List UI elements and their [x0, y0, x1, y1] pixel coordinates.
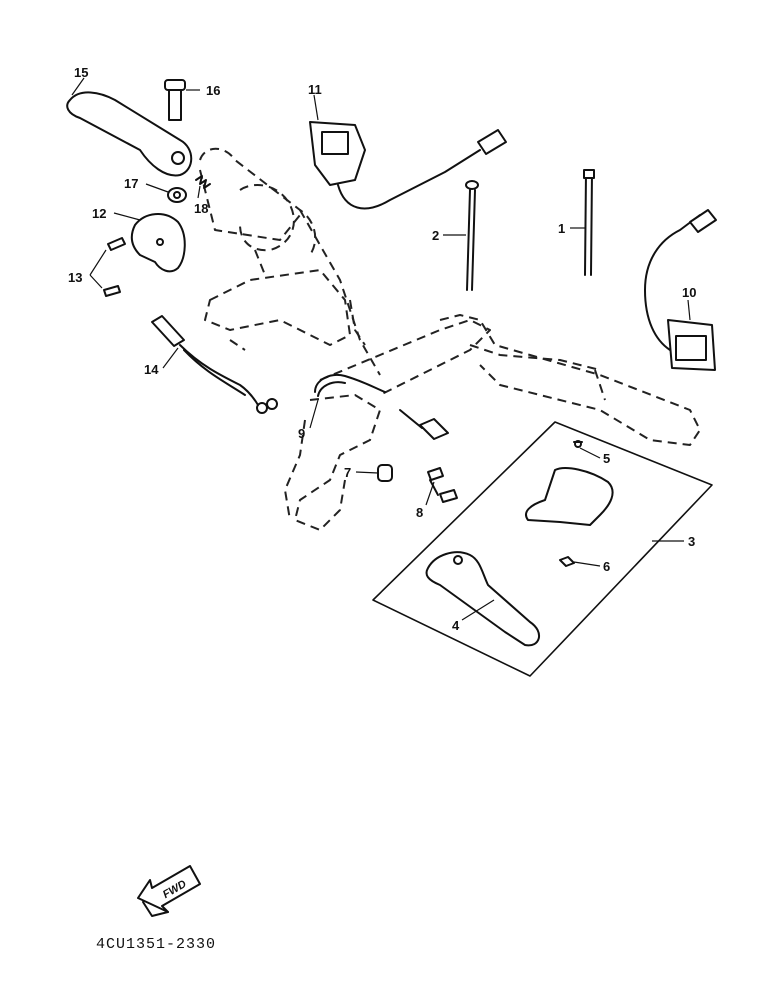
part-grommet — [377, 464, 393, 482]
callout-10: 10 — [682, 285, 696, 300]
part-right-switch — [644, 209, 717, 371]
callout-1: 1 — [558, 221, 565, 236]
callout-2: 2 — [432, 228, 439, 243]
part-holder-bracket — [525, 440, 614, 526]
part-cable-tie-long — [465, 180, 479, 291]
callout-14: 14 — [144, 362, 159, 377]
callout-7: 7 — [344, 465, 351, 480]
callout-5: 5 — [603, 451, 610, 466]
callout-13: 13 — [68, 270, 82, 285]
part-kit-box — [372, 421, 713, 677]
part-screws — [103, 237, 126, 297]
handlebar-ghost-outline — [199, 147, 701, 531]
callout-12: 12 — [92, 206, 106, 221]
part-left-switch — [309, 121, 507, 210]
part-nut — [167, 187, 187, 203]
callout-3: 3 — [688, 534, 695, 549]
part-pivot-bolt — [164, 79, 186, 121]
diagram-part-code: 4CU1351-2330 — [96, 936, 216, 953]
part-clip — [559, 556, 575, 567]
callout-17: 17 — [124, 176, 138, 191]
callout-8: 8 — [416, 505, 423, 520]
part-lever-holder — [130, 213, 186, 273]
callout-15: 15 — [74, 65, 88, 80]
callout-labels: 15 16 17 18 12 13 14 11 2 1 10 9 7 8 5 6… — [68, 65, 696, 633]
part-spring — [195, 175, 211, 189]
part-bolts — [427, 467, 458, 503]
part-clutch-lever — [66, 91, 193, 177]
part-switch-cable — [314, 374, 449, 440]
part-brake-lever — [425, 551, 540, 647]
callout-4: 4 — [452, 618, 460, 633]
callout-16: 16 — [206, 83, 220, 98]
part-clutch-switch-lead — [151, 315, 278, 414]
forward-arrow-icon: FWD — [137, 865, 201, 917]
leader-lines — [71, 77, 691, 621]
callout-11: 11 — [308, 82, 322, 97]
part-cable-tie — [583, 169, 595, 276]
callout-6: 6 — [603, 559, 610, 574]
callout-9: 9 — [298, 426, 305, 441]
callout-18: 18 — [194, 201, 208, 216]
